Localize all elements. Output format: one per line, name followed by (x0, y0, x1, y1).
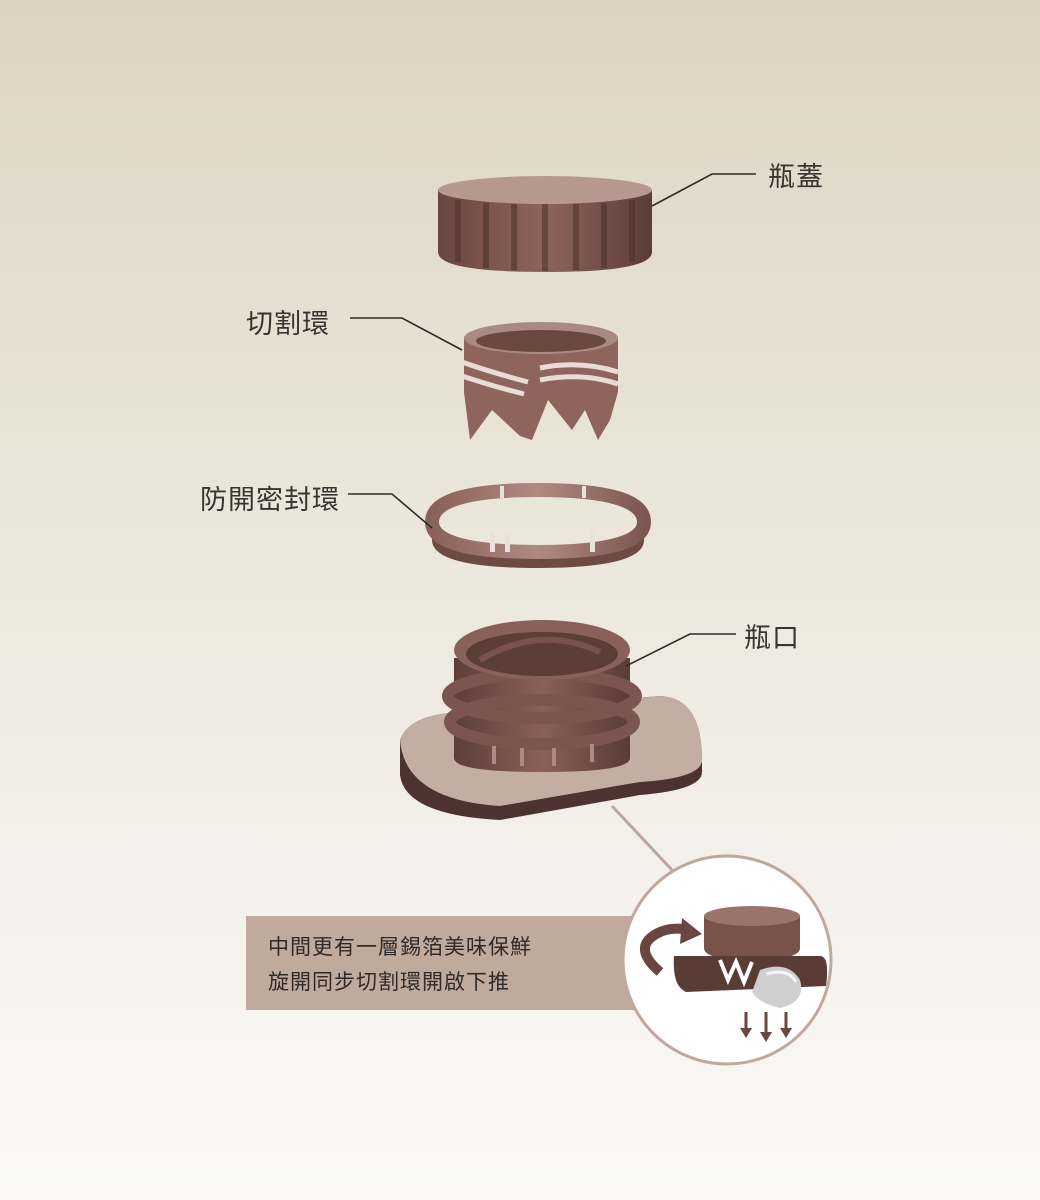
zoom-connector (610, 804, 674, 872)
note-box: 中間更有一層錫箔美味保鮮 旋開同步切割環開啟下推 (246, 916, 666, 1010)
cap-ridges (455, 200, 635, 271)
bottle-neck (400, 620, 702, 820)
tamper-tabs (490, 486, 595, 552)
label-cutting-ring: 切割環 (246, 309, 330, 340)
label-cap: 瓶蓋 (768, 162, 824, 193)
zoom-detail (621, 854, 833, 1066)
foil-seal (752, 966, 802, 1008)
leader-bottle-neck (625, 633, 736, 667)
neck-ribs (492, 744, 594, 766)
down-arrows-icon (740, 1012, 792, 1042)
label-tamper-ring: 防開密封環 (200, 485, 340, 516)
note-line-2: 旋開同步切割環開啟下推 (268, 970, 510, 994)
tamper-ring (424, 482, 652, 568)
bottle-cap (438, 176, 652, 272)
note-line-1: 中間更有一層錫箔美味保鮮 (268, 935, 532, 959)
leader-tamper-ring (348, 493, 433, 529)
cutting-ring (461, 322, 619, 440)
cutting-blades (461, 359, 619, 397)
label-bottle-neck: 瓶口 (744, 623, 800, 654)
zoom-neck (673, 906, 828, 992)
rotate-arrow-icon (640, 918, 702, 976)
leader-cutting-ring (350, 317, 463, 351)
leader-cap (651, 173, 756, 207)
leader-lines (348, 173, 756, 667)
